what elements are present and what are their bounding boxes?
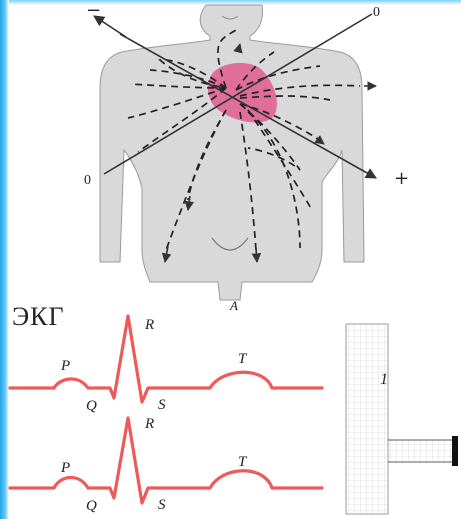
wave-label-q-upper: Q xyxy=(86,399,97,414)
zero-label-bottom: 0 xyxy=(84,174,91,188)
figure-label: A xyxy=(230,299,238,312)
zero-label-top: 0 xyxy=(373,6,380,20)
wave-label-p-lower: P xyxy=(61,461,70,476)
calibration-strip xyxy=(346,324,458,514)
minus-sign: − xyxy=(86,2,101,20)
calibration-mark: 1 xyxy=(380,372,388,388)
ekg-traces xyxy=(10,316,322,503)
wave-label-p-upper: P xyxy=(61,359,70,374)
wave-label-q-lower: Q xyxy=(86,499,97,514)
ekg-title: ЭКГ xyxy=(12,304,65,330)
wave-label-r-lower: R xyxy=(145,417,154,432)
wave-label-t-lower: T xyxy=(238,455,246,470)
plus-sign: + xyxy=(394,170,409,188)
wave-label-r-upper: R xyxy=(145,318,154,333)
ekg-trace-lower xyxy=(10,418,322,503)
wave-label-s-lower: S xyxy=(158,498,166,513)
wave-label-s-upper: S xyxy=(158,398,166,413)
wave-label-t-upper: T xyxy=(238,352,246,367)
